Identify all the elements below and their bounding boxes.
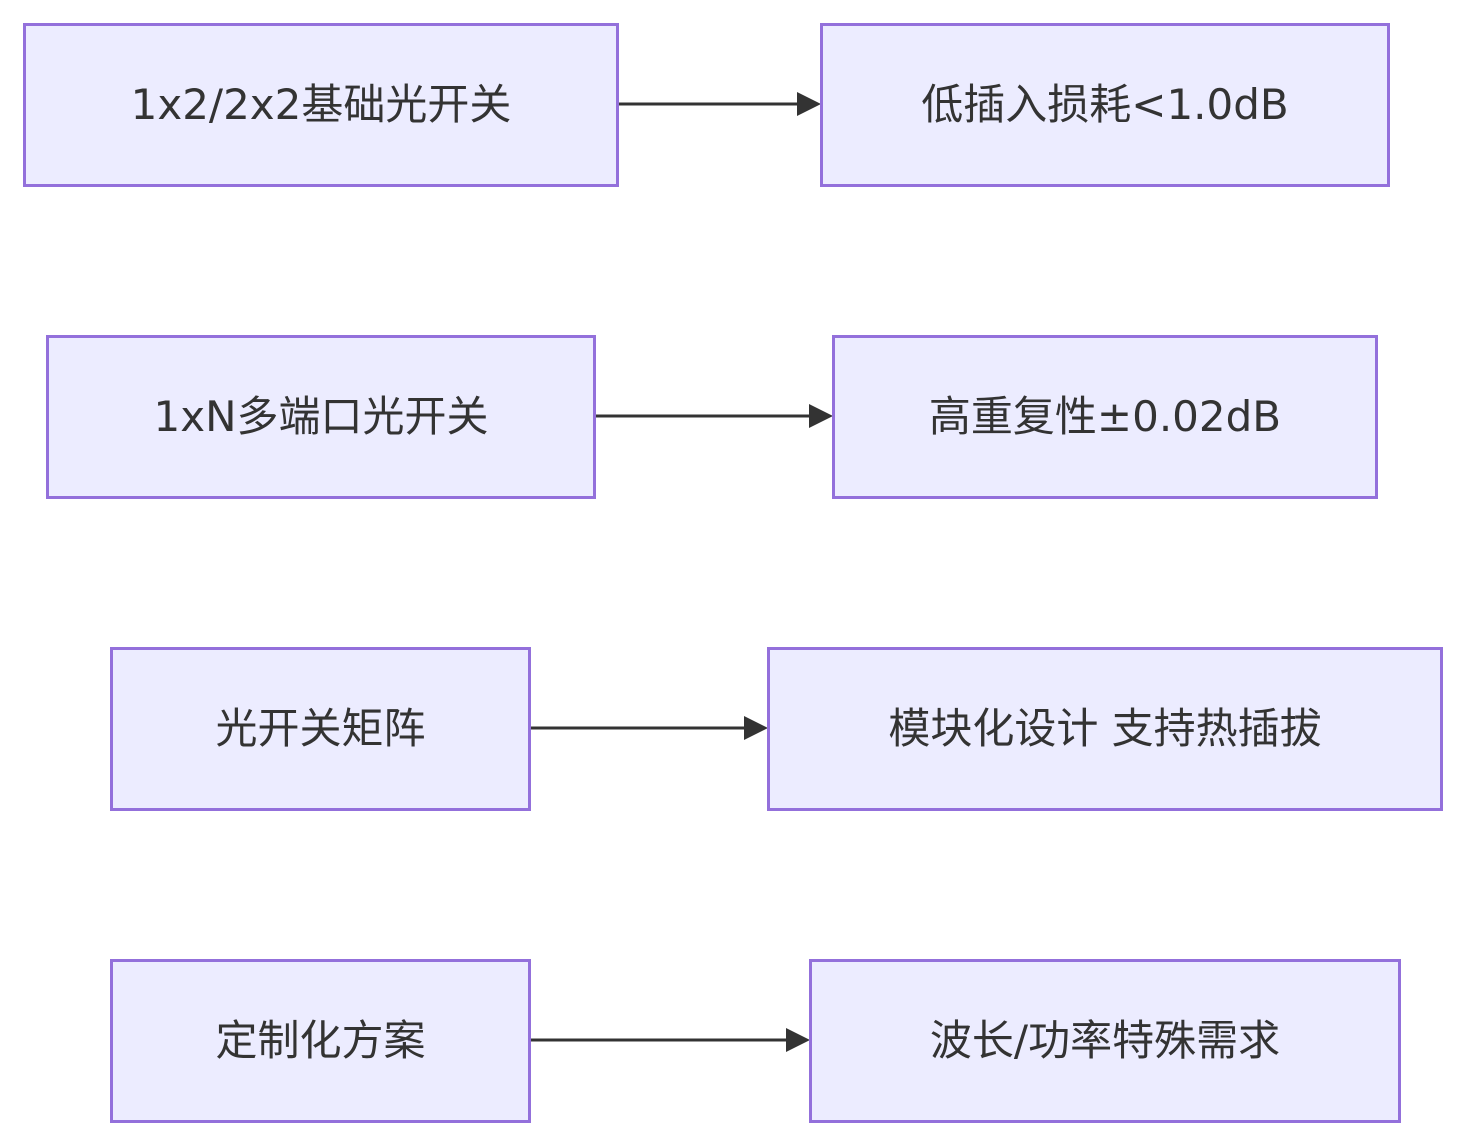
node-label: 高重复性±0.02dB — [928, 392, 1282, 441]
arrowhead-row-4 — [786, 1028, 810, 1052]
node-high-repeatability: 高重复性±0.02dB — [832, 335, 1378, 499]
edge-row-4 — [530, 1028, 810, 1052]
node-label: 模块化设计 支持热插拔 — [888, 704, 1322, 753]
arrowhead-row-2 — [809, 404, 833, 428]
arrowhead-row-3 — [744, 716, 768, 740]
node-modular-hot-swap: 模块化设计 支持热插拔 — [767, 647, 1443, 811]
edge-row-3 — [530, 716, 768, 740]
node-label: 1xN多端口光开关 — [153, 392, 489, 441]
node-label: 低插入损耗<1.0dB — [921, 80, 1289, 129]
node-optical-switch-matrix: 光开关矩阵 — [110, 647, 531, 811]
arrowhead-row-1 — [797, 92, 821, 116]
node-label: 波长/功率特殊需求 — [929, 1016, 1281, 1065]
edge-row-1 — [618, 92, 821, 116]
node-label: 定制化方案 — [215, 1016, 426, 1065]
node-basic-optical-switch: 1x2/2x2基础光开关 — [23, 23, 619, 187]
node-custom-solution: 定制化方案 — [110, 959, 531, 1123]
node-low-insertion-loss: 低插入损耗<1.0dB — [820, 23, 1390, 187]
node-multiport-optical-switch: 1xN多端口光开关 — [46, 335, 596, 499]
edge-row-2 — [595, 404, 833, 428]
node-special-requirements: 波长/功率特殊需求 — [809, 959, 1401, 1123]
node-label: 1x2/2x2基础光开关 — [130, 80, 512, 129]
node-label: 光开关矩阵 — [215, 704, 426, 753]
